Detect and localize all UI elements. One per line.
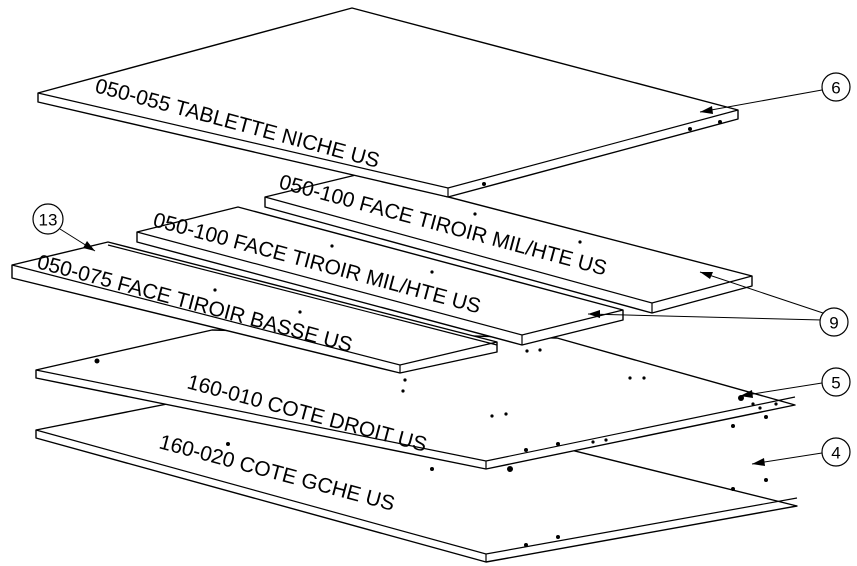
leader-6 xyxy=(699,89,823,114)
leader-4 xyxy=(751,452,823,466)
hole xyxy=(524,543,528,547)
hole xyxy=(642,376,646,380)
hole xyxy=(731,487,735,491)
hole xyxy=(751,402,755,406)
item-balloon-5: 5 xyxy=(821,367,851,397)
hole xyxy=(556,442,560,446)
hole xyxy=(473,212,477,216)
leader-9 xyxy=(587,271,827,321)
hole xyxy=(490,414,494,418)
hole xyxy=(718,120,722,124)
hole xyxy=(298,310,302,314)
item-balloon-13: 13 xyxy=(32,203,64,235)
item-balloon-9: 9 xyxy=(819,307,849,337)
hole xyxy=(764,415,768,419)
panel-cote-gauche: 160-020 COTE GCHE US xyxy=(35,379,798,563)
hole xyxy=(226,442,230,446)
hole xyxy=(403,378,407,382)
hole xyxy=(774,402,778,406)
leader-13 xyxy=(59,228,96,252)
svg-text:6: 6 xyxy=(831,79,840,98)
hole xyxy=(330,244,334,248)
hole xyxy=(578,240,582,244)
hole xyxy=(628,376,632,380)
item-balloon-4: 4 xyxy=(821,437,851,467)
svg-text:4: 4 xyxy=(831,444,840,463)
svg-text:9: 9 xyxy=(829,314,838,333)
hole xyxy=(213,288,217,292)
hole xyxy=(556,535,560,539)
hole xyxy=(94,358,100,364)
svg-text:13: 13 xyxy=(39,211,58,230)
hole xyxy=(538,348,542,352)
hole xyxy=(525,349,529,353)
hole xyxy=(688,127,692,131)
hole xyxy=(738,395,744,401)
hole xyxy=(430,467,434,471)
hole xyxy=(401,389,405,393)
hole xyxy=(507,466,513,472)
hole xyxy=(764,478,768,482)
hole xyxy=(504,412,508,416)
hole xyxy=(430,270,434,274)
panel-tablette: 050-055 TABLETTE NICHE US xyxy=(37,7,739,198)
item-balloon-6: 6 xyxy=(821,72,851,102)
hole xyxy=(758,406,762,410)
hole xyxy=(482,182,486,186)
hole xyxy=(731,424,735,428)
svg-text:5: 5 xyxy=(831,374,840,393)
hole xyxy=(524,448,528,452)
hole xyxy=(604,438,608,442)
hole xyxy=(591,440,595,444)
leader-5 xyxy=(739,382,823,398)
